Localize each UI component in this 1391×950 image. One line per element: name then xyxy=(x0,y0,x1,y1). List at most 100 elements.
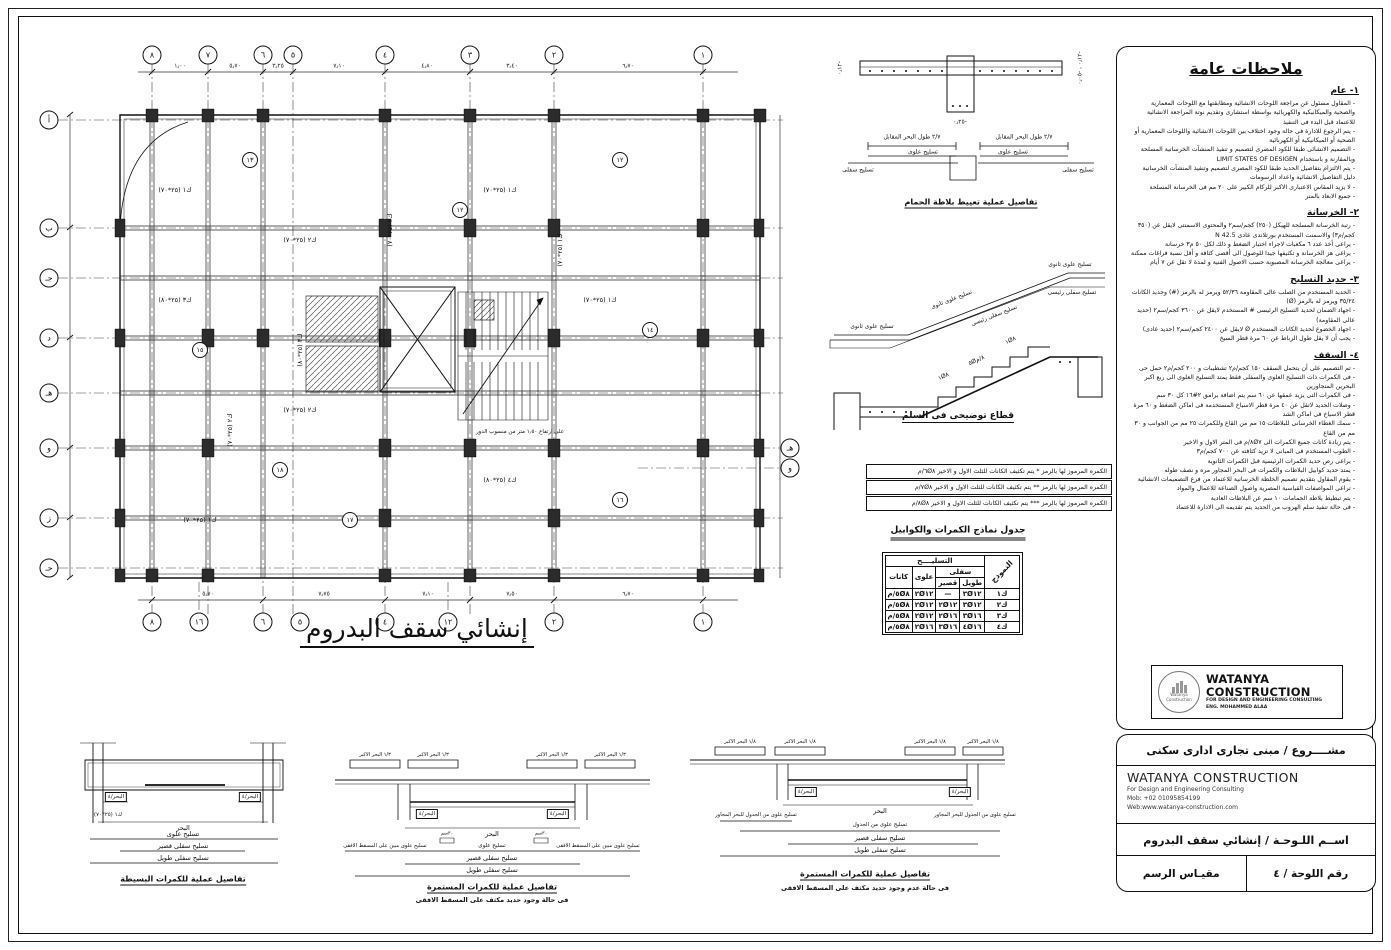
note-item: اجهاد الخضوع لحديد الكانات المستخدم Ø لا… xyxy=(1131,325,1355,334)
cell-bottom-long: ٣Ø١٢ xyxy=(959,587,986,600)
plan-title: إنشائي سقف البدروم xyxy=(300,614,534,648)
stirrup-note-line: الكمره المرموز لها بالرمز ** يتم تكثيف ا… xyxy=(866,480,1112,495)
project-name: مشــــروع / مبنى تجارى ادارى سكنى xyxy=(1146,743,1346,757)
grid-bubble-left: د xyxy=(39,328,59,348)
bottom-long-label: تسليح سفلى طويل xyxy=(466,866,518,874)
notes-title: ملاحظات عامة xyxy=(1189,59,1303,78)
slab-mark: ١٤ xyxy=(642,322,658,338)
note-item: لا يزيد المقاس الاعتبارى الاكبر للركام ا… xyxy=(1131,183,1355,192)
notes-heading: ٣- حديد التسليح xyxy=(1290,274,1359,285)
cell-stirrups: ٥Ø٨/م xyxy=(884,620,913,633)
grid-bubble-top: ٣ xyxy=(460,45,480,65)
grid-bubble-bottom: ١ xyxy=(693,612,713,632)
note-item: يمتد حديد كوابيل البلاطات والكمرات فى ال… xyxy=(1131,466,1355,475)
bottom-steel-label: تسليح سفلى xyxy=(1062,166,1094,174)
grid-bubble-bottom: ٤ xyxy=(375,612,395,632)
notes-heading: ٢- الخرسانة xyxy=(1307,208,1359,219)
detail-subcaption: فى حالة وجود حديد مكثف على المسقط الافقى xyxy=(415,896,569,904)
col-header-stirrups: كانات xyxy=(884,565,913,589)
span-quarter-label: البحر/٤ xyxy=(794,787,818,797)
notes-section-slab: ٤- السقف تم التصميم على أن يتحمل السقف ١… xyxy=(1129,351,1363,513)
detail-caption: تفاصيل عملية للكمرات المستمرة xyxy=(799,869,931,881)
detail-caption: تفاصيل عملية تعييط بلاطة الحمام xyxy=(904,197,1038,209)
slab-mark: ١٦ xyxy=(612,492,628,508)
floor-plan: ٨ ٧ ٦ ٥ ٤ ٣ ٢ ١ ٨ ١٦ ٦ ٥ ٤ ١٢ ٢ ١ أ ب جـ… xyxy=(38,42,822,642)
note-item: رتبة الخرسانة المسلحة للهيكل (٢٥٠) كجم/س… xyxy=(1131,221,1355,240)
col-header-model: النموذج xyxy=(984,554,1021,589)
note-item: وصلات الحديد لاتقل عن ٤٠ مرة قطر الاسياخ… xyxy=(1131,401,1355,420)
bottom-short-label: تسليح سفلى قصير xyxy=(466,854,518,862)
company-info: WATANYA CONSTRUCTION For Design and Engi… xyxy=(1117,765,1375,828)
company-logo-icon: Watanya Construction xyxy=(1158,671,1200,713)
dim-label: ٤٫٨٠ xyxy=(421,62,433,70)
cell-bottom-short: ٢Ø١٦ xyxy=(935,609,961,622)
top-steel-table-label: تسليح علوى من الجدول xyxy=(852,822,908,828)
cell-model: ك٢ xyxy=(984,598,1021,611)
span-quarter-label: البحر/٤ xyxy=(415,809,439,819)
grid-bubble-right: و xyxy=(780,458,800,478)
notes-section-concrete: ٢- الخرسانة رتبة الخرسانة المسلحة للهيكل… xyxy=(1129,208,1363,267)
company-logo-box: Watanya Construction WATANYA CONSTRUCTIO… xyxy=(1151,665,1343,719)
continuous-beam-detail-2: ١/٨ البحر الاكبر ١/٨ البحر الاكبر ١/٨ ال… xyxy=(680,735,1016,905)
floor-plan-drawing xyxy=(38,42,822,642)
col-header-short: قصير xyxy=(935,576,961,589)
beam-mark-label: ك١ (٢٥*٧٠) xyxy=(93,812,123,818)
detail-caption: قطاع توضيحى فى السلم xyxy=(902,411,1014,423)
grid-bubble-bottom: ٨ xyxy=(142,612,162,632)
dim-label: ٦٫٧٠ xyxy=(622,590,634,598)
beam-label: ك١ (٢٥*٧٠) xyxy=(158,186,192,194)
grid-bubble-bottom: ٦ xyxy=(253,612,273,632)
dim-label: ١٫٠٠ xyxy=(174,62,186,70)
grid-bubble-left: أ xyxy=(39,110,59,130)
grid-bubble-top: ١ xyxy=(693,45,713,65)
beam-table-row: ك٢ ٣Ø١٢ ٢Ø١٢ ٢Ø١٢ ٥Ø٨/م xyxy=(884,598,1021,611)
cell-bottom-long: ٣Ø١٢ xyxy=(959,598,986,611)
cell-top: ٢Ø١٦ xyxy=(911,620,937,633)
grid-bubble-left: هـ xyxy=(39,383,59,403)
company-name: WATANYA CONSTRUCTION xyxy=(1127,770,1299,785)
top-steel-adjacent-label: تسليح علوى من الجدول للبحر المجاور xyxy=(715,812,797,818)
grid-bubble-bottom: ١٦ xyxy=(189,612,209,632)
top-steel-adjacent-label: تسليح علوى من الجدول للبحر المجاور xyxy=(934,812,1016,818)
beam-label: ك٢ (٢٥*٧٠) xyxy=(283,406,317,414)
third-span-label: ١/٣ البحر الاكبر xyxy=(417,752,449,758)
bottom-long-label: تسليح سفلى طويل xyxy=(854,846,906,854)
stair-steel-label: تسليح علوى ثانوى xyxy=(1048,262,1092,268)
col-header-top: علوى xyxy=(911,565,937,589)
span-quarter-label: البحر/٤ xyxy=(948,787,972,797)
level-dim: -٠٫١٢ ، -٠٫٠٥ xyxy=(1076,51,1084,85)
notes-heading: ٤- السقف xyxy=(1313,350,1359,361)
cell-stirrups: ٥Ø٨/م xyxy=(884,598,913,611)
grid-bubble-top: ٥ xyxy=(283,45,303,65)
slab-mark: ١٣ xyxy=(242,152,258,168)
notes-section-steel: ٣- حديد التسليح الحديد المستخدم من الصلب… xyxy=(1129,275,1363,344)
beam-table-row: ك١ ٣Ø١٢ — ٢Ø١٢ ٥Ø٨/م xyxy=(884,587,1021,600)
cell-top: ٢Ø١٢ xyxy=(911,587,937,600)
span-label: البحر xyxy=(873,807,887,815)
engineer-name: ENG. MOHAMMED ALAA xyxy=(1206,704,1268,710)
grid-bubble-top: ٨ xyxy=(142,45,162,65)
detail-caption: تفاصيل عملية للكمرات البسيطة xyxy=(120,874,246,886)
note-item: يتم الرجوع للادارة فى حالة وجود اختلاف ب… xyxy=(1131,127,1355,146)
note-item: التصميم الانشائى طبقا للكود المصرى لتصمي… xyxy=(1131,145,1355,164)
note-item: تراعى المواصفات القياسية المصرية واصول ا… xyxy=(1131,484,1355,493)
lap-length-label: ٢/٧ طول البحر المقابل xyxy=(995,133,1053,141)
third-span-label: ١/٣ البحر الاكبر xyxy=(536,752,568,758)
note-item: تم التصميم على أن يتحمل السقف ١٥٠ كجم/م٢… xyxy=(1131,364,1355,373)
top-steel-label: تسليح علوى xyxy=(908,148,938,156)
stirrup-note-line: الكمره المرموز لها بالرمز * يتم تكثيف ال… xyxy=(866,464,1112,479)
span-quarter-label: البحر/٤ xyxy=(238,792,262,802)
grid-bubble-bottom: ٢ xyxy=(544,612,564,632)
dim-label: ٧٫١٠ xyxy=(422,590,434,598)
note-item: يتم زيادة كانات جميع الكمرات الى ٨Ø٧/م ف… xyxy=(1131,438,1355,447)
note-item: الحديد المستخدم من الصلب عالى المقاومة ٥… xyxy=(1131,288,1355,307)
cell-bottom-short: ٣Ø١٦ xyxy=(935,620,961,633)
bathroom-slab-detail: -٠٫١٢ -٠٫١٢ ، -٠٫٠٥ -٠٫٢٥ ٢/٧ طول البحر … xyxy=(828,48,1114,243)
detail-caption: تفاصيل عملية للكمرات المستمرة xyxy=(426,882,558,894)
grid-bubble-right: هـ xyxy=(780,438,800,458)
company-name: WATANYA CONSTRUCTION xyxy=(1206,671,1311,699)
eighth-span-label: ١/٨ البحر الاكبر xyxy=(784,739,816,745)
company-tagline: FOR DESIGN AND ENGINEERING CONSULTING xyxy=(1206,698,1323,704)
grid-bubble-left: ب xyxy=(39,218,59,238)
